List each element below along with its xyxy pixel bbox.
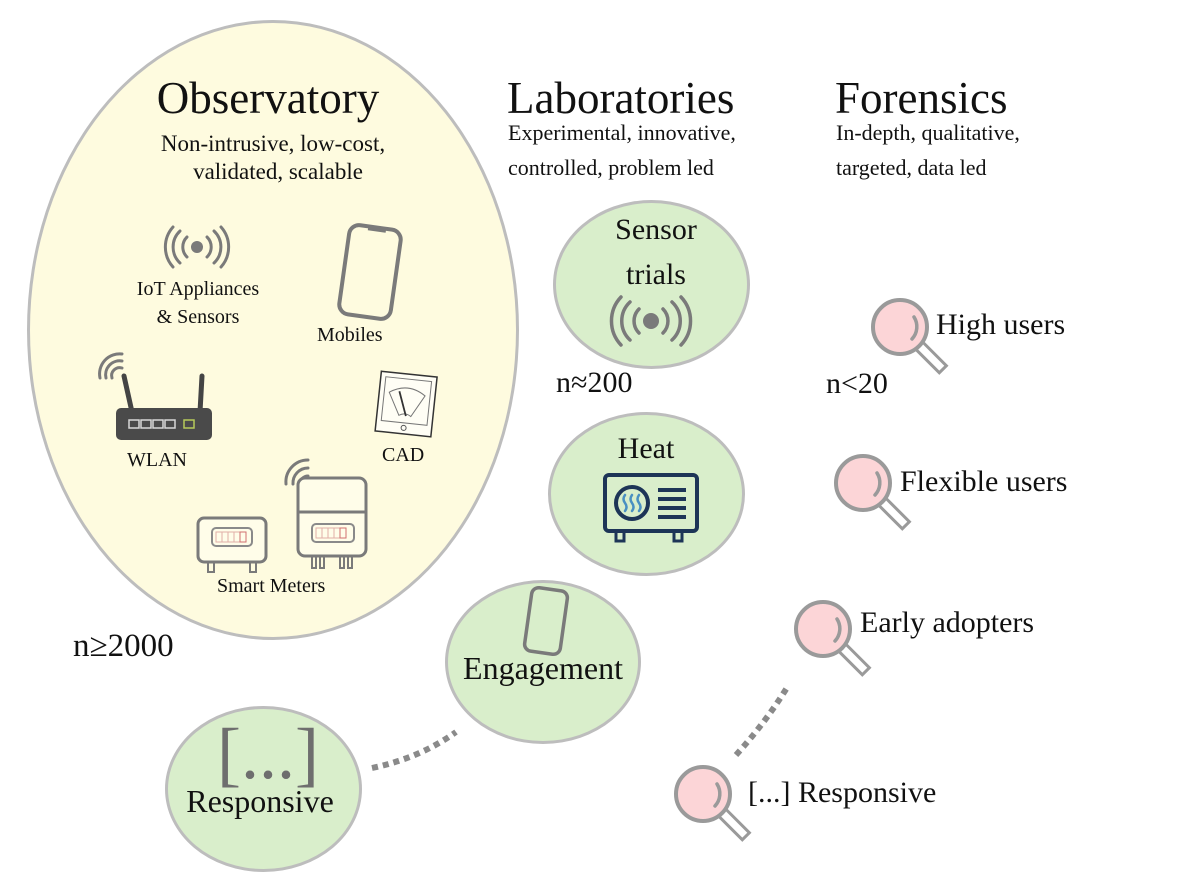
observatory-subtitle-line2: validated, scalable (193, 159, 363, 184)
observatory-subtitle-line1: Non-intrusive, low-cost, (160, 131, 386, 156)
smartphone-icon (522, 585, 570, 657)
sensor-trials-label-line2: trials (626, 258, 686, 291)
forensics-subtitle-line2: targeted, data led (836, 155, 987, 180)
laboratories-title: Laboratories (507, 73, 735, 123)
smart-meter-icon (196, 458, 368, 573)
broadcast-icon (163, 225, 231, 269)
forensics-responsive-label: [...] Responsive (748, 776, 937, 809)
laboratories-sample-size: n≈200 (556, 366, 633, 399)
engagement-ellipse (445, 580, 641, 744)
flexible-users-label: Flexible users (900, 465, 1068, 498)
observatory-sample-size: n≥2000 (73, 628, 174, 664)
iot-label-line2: & Sensors (156, 306, 240, 328)
heat-label: Heat (617, 432, 675, 465)
forensics-title: Forensics (835, 73, 1008, 123)
sensor-trials-ellipse (553, 200, 750, 369)
wlan-label: WLAN (127, 449, 187, 471)
magnifier-icon (674, 765, 752, 842)
heat-pump-icon (603, 473, 699, 543)
forensics-subtitle-line1: In-depth, qualitative, (836, 120, 1020, 145)
laboratories-subtitle-line1: Experimental, innovative, (508, 120, 736, 145)
smart-meters-label: Smart Meters (217, 575, 326, 597)
magnifier-icon (834, 454, 912, 531)
cad-label: CAD (382, 444, 425, 466)
gauge-display-icon (374, 370, 438, 438)
smartphone-icon (337, 223, 403, 321)
forensics-sample-size: n<20 (826, 367, 888, 400)
early-adopters-label: Early adopters (860, 606, 1035, 639)
magnifier-icon (794, 600, 872, 677)
router-icon (98, 352, 212, 440)
mobiles-label: Mobiles (317, 324, 383, 346)
observatory-ellipse (27, 20, 519, 640)
broadcast-icon (609, 295, 693, 347)
engagement-label: Engagement (463, 650, 623, 686)
magnifier-icon (871, 298, 949, 375)
sensor-trials-label-line1: Sensor (615, 213, 697, 246)
high-users-label: High users (936, 308, 1066, 341)
responsive-label: Responsive (186, 783, 334, 819)
ellipsis-bracket-icon: [...] (217, 714, 319, 794)
iot-label-line1: IoT Appliances (136, 278, 260, 300)
observatory-title: Observatory (156, 73, 380, 123)
responsive-ellipse (165, 706, 362, 872)
laboratories-subtitle-line2: controlled, problem led (508, 155, 714, 180)
